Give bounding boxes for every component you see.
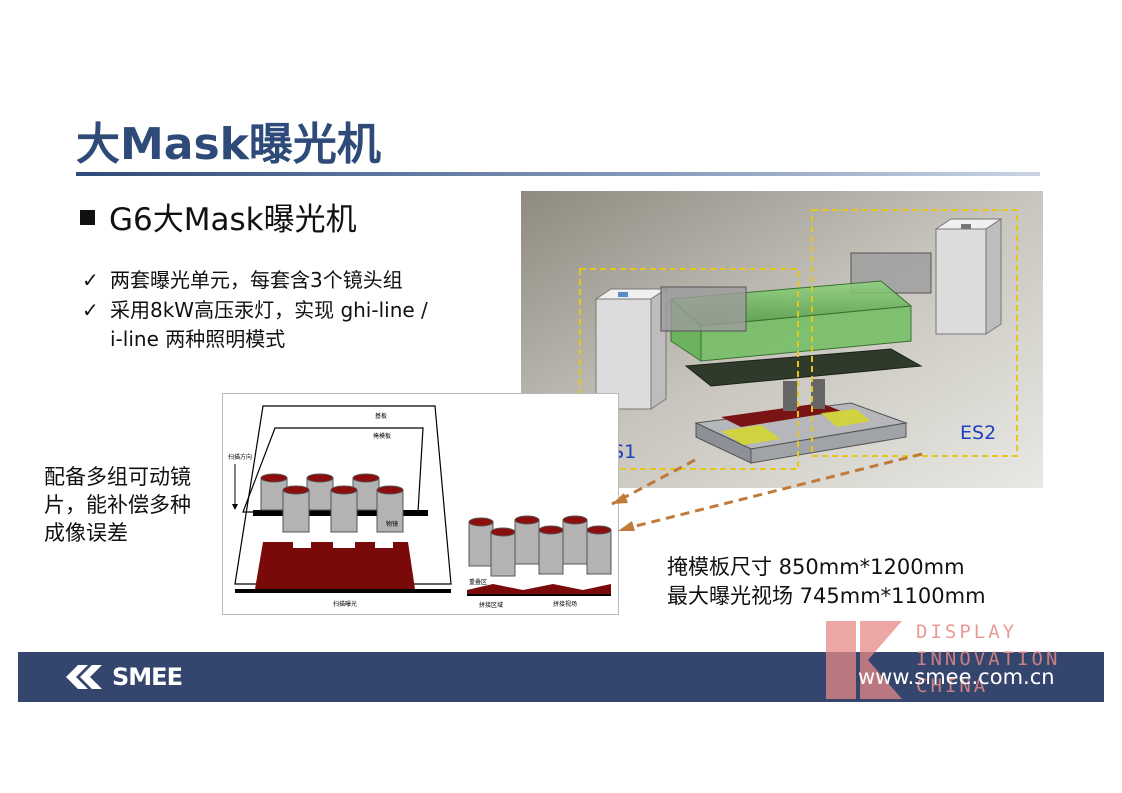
page-title: 大Mask曝光机 <box>76 119 381 170</box>
smee-logo-icon <box>66 665 102 689</box>
subtitle: G6大Mask曝光机 <box>109 201 357 238</box>
left-exposure-tower <box>594 286 747 410</box>
substrate-label: 基板 <box>375 412 387 420</box>
bullet-text: 采用8kW高压汞灯，实现 ghi-line / <box>110 298 428 322</box>
bullet-item-2: ✓ 采用8kW高压汞灯，实现 ghi-line / <box>82 296 428 324</box>
title-underline <box>76 172 1040 176</box>
lens-array-left <box>260 473 404 533</box>
website-url: www.smee.com.cn <box>858 665 1055 689</box>
bullet-text: 两套曝光单元，每套含3个镜头组 <box>110 268 403 292</box>
mask-label: 掩模板 <box>373 432 391 440</box>
scan-exposure-diagram: 基板 掩模板 扫描方向 物镜 扫描曝光 重叠区 拼接区域 拼接视场 <box>222 393 619 615</box>
lens-array-right <box>468 515 612 577</box>
bullet-item-2-continued: i-line 两种照明模式 <box>110 327 286 351</box>
spec-mask-size: 掩模板尺寸 850mm*1200mm <box>667 555 965 579</box>
spec-exposure-field: 最大曝光视场 745mm*1100mm <box>667 584 986 608</box>
object-lens-label: 物镜 <box>386 520 398 528</box>
stitch-field-label: 拼接视场 <box>553 600 577 608</box>
machine-render-image: ES1 ES2 <box>521 191 1043 488</box>
subtitle-row: G6大Mask曝光机 <box>80 196 357 238</box>
check-icon: ✓ <box>82 268 99 292</box>
scan-exposure-label: 扫描曝光 <box>333 600 357 608</box>
dic-watermark-logo-icon <box>826 621 902 699</box>
watermark-line-3: CHINA <box>916 675 989 697</box>
scan-direction-label: 扫描方向 <box>228 453 252 461</box>
es1-boundary <box>579 268 799 470</box>
footer-bar <box>18 652 1104 702</box>
watermark-line-1: DISPLAY <box>916 621 1018 643</box>
lens-compensation-note: 配备多组可动镜片，能补偿多种成像误差 <box>44 465 191 545</box>
square-bullet-icon <box>80 209 95 225</box>
check-icon: ✓ <box>82 298 99 322</box>
es2-label: ES2 <box>960 422 996 444</box>
stitch-area-label: 拼接区域 <box>479 601 503 609</box>
callout-arrows <box>611 452 923 532</box>
watermark-line-2: INNOVATION <box>916 648 1061 670</box>
overlap-label: 重叠区 <box>469 578 487 586</box>
bullet-item-1: ✓ 两套曝光单元，每套含3个镜头组 <box>82 266 403 294</box>
smee-logo-text: SMEE <box>112 663 183 691</box>
